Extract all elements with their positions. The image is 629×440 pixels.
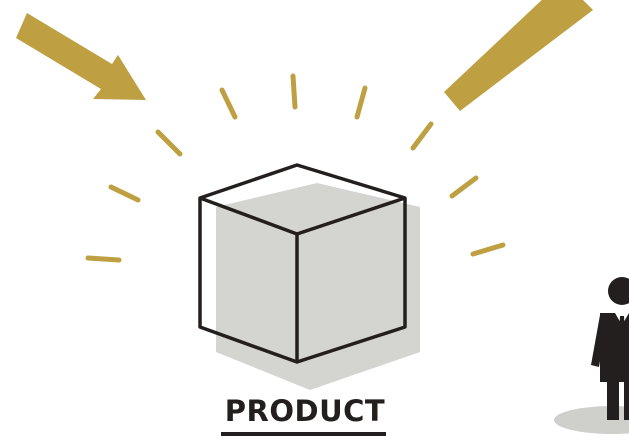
glow-ray bbox=[357, 88, 365, 117]
product-label: PRODUCT bbox=[220, 395, 390, 427]
glow-ray bbox=[111, 187, 138, 200]
glow-ray bbox=[413, 124, 431, 148]
glow-ray bbox=[158, 132, 180, 154]
glow-ray bbox=[473, 245, 503, 254]
businessman-icon bbox=[591, 277, 629, 420]
left-arrow-icon bbox=[16, 13, 146, 100]
right-arrow-icon bbox=[444, 0, 593, 111]
glow-ray bbox=[222, 90, 235, 117]
product-label-underline bbox=[221, 432, 386, 436]
glow-ray bbox=[452, 178, 476, 196]
glow-ray bbox=[293, 76, 295, 107]
glow-ray bbox=[88, 258, 119, 260]
